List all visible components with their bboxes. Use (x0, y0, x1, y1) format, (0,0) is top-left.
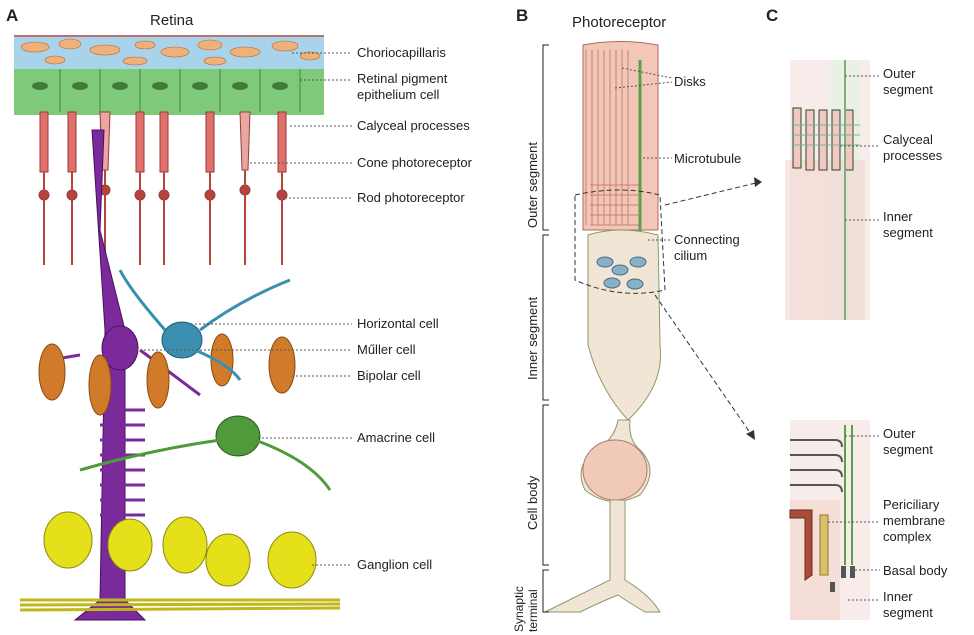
label-c-top-inner-line2: segment (883, 225, 933, 240)
label-c-basal-body: Basal body (883, 563, 947, 578)
label-c-bottom-inner-line2: segment (883, 605, 933, 620)
label-c-periciliary-line1: Periciliary (883, 497, 939, 512)
label-c-top-calyceal-line2: processes (883, 148, 942, 163)
label-c-periciliary-line3: complex (883, 529, 931, 544)
label-c-top-outer-line2: segment (883, 82, 933, 97)
label-c-bottom-outer-line1: Outer (883, 426, 916, 441)
label-c-top-calyceal-line1: Calyceal (883, 132, 933, 147)
label-c-bottom-inner-line1: Inner (883, 589, 913, 604)
label-c-bottom-outer-line2: segment (883, 442, 933, 457)
label-c-top-outer-line1: Outer (883, 66, 916, 81)
label-c-periciliary-line2: membrane (883, 513, 945, 528)
label-c-top-inner-line1: Inner (883, 209, 913, 224)
